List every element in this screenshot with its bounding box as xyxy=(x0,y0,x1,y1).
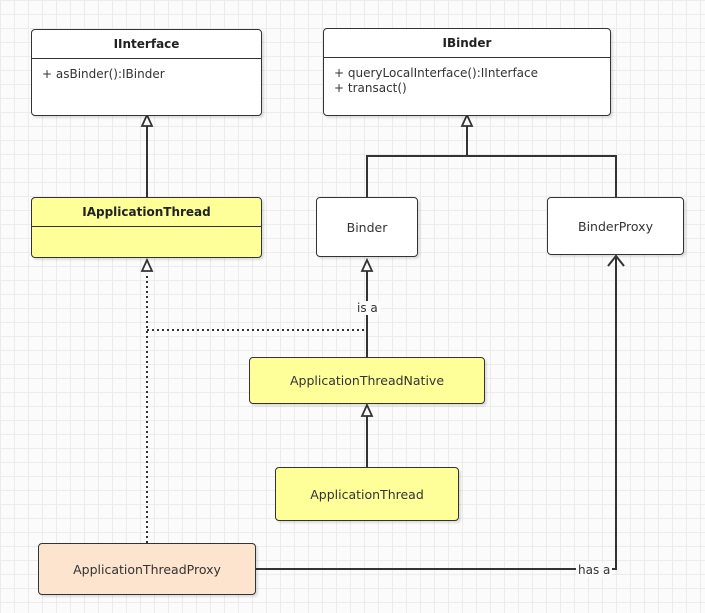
arrowhead-iapplicationthread xyxy=(140,257,154,272)
class-iinterface[interactable]: IInterface + asBinder():IBinder xyxy=(31,29,262,116)
node-applicationthreadproxy-label: ApplicationThreadProxy xyxy=(73,561,221,577)
node-binder-label: Binder xyxy=(346,219,388,235)
arrowhead-native xyxy=(360,402,374,417)
node-binder[interactable]: Binder xyxy=(316,197,418,257)
class-iapplicationthread[interactable]: IApplicationThread xyxy=(31,197,262,258)
edge-label-is-a: is a xyxy=(355,301,380,315)
node-applicationthread-label: ApplicationThread xyxy=(310,486,424,502)
arrowhead-iinterface xyxy=(140,112,154,127)
arrowhead-binderproxy xyxy=(607,254,625,267)
class-iapplicationthread-title: IApplicationThread xyxy=(32,198,261,227)
edge-dotted-realization xyxy=(146,274,367,543)
class-ibinder-title: IBinder xyxy=(324,29,610,58)
node-applicationthreadproxy[interactable]: ApplicationThreadProxy xyxy=(38,543,256,595)
edge-proxy-has-binderproxy xyxy=(256,258,617,570)
node-binderproxy-label: BinderProxy xyxy=(578,218,653,234)
node-binderproxy[interactable]: BinderProxy xyxy=(547,197,684,255)
arrowhead-binder xyxy=(360,257,374,272)
node-applicationthreadnative-label: ApplicationThreadNative xyxy=(289,373,445,388)
class-ibinder-member: + transact() xyxy=(334,81,407,95)
class-ibinder[interactable]: IBinder + queryLocalInterface():IInterfa… xyxy=(323,28,611,116)
arrowhead-ibinder xyxy=(460,112,474,127)
node-applicationthreadnative[interactable]: ApplicationThreadNative xyxy=(249,357,485,404)
edge-binder-to-ibinder xyxy=(366,155,617,197)
class-ibinder-member: + queryLocalInterface():IInterface xyxy=(334,66,539,80)
edge-label-has-a: has a xyxy=(576,563,613,577)
class-ibinder-members: + queryLocalInterface():IInterface + tra… xyxy=(324,58,610,104)
class-iinterface-title: IInterface xyxy=(32,30,261,59)
class-iinterface-members: + asBinder():IBinder xyxy=(32,59,261,90)
class-iinterface-member: + asBinder():IBinder xyxy=(42,67,165,81)
node-applicationthread[interactable]: ApplicationThread xyxy=(275,467,459,521)
